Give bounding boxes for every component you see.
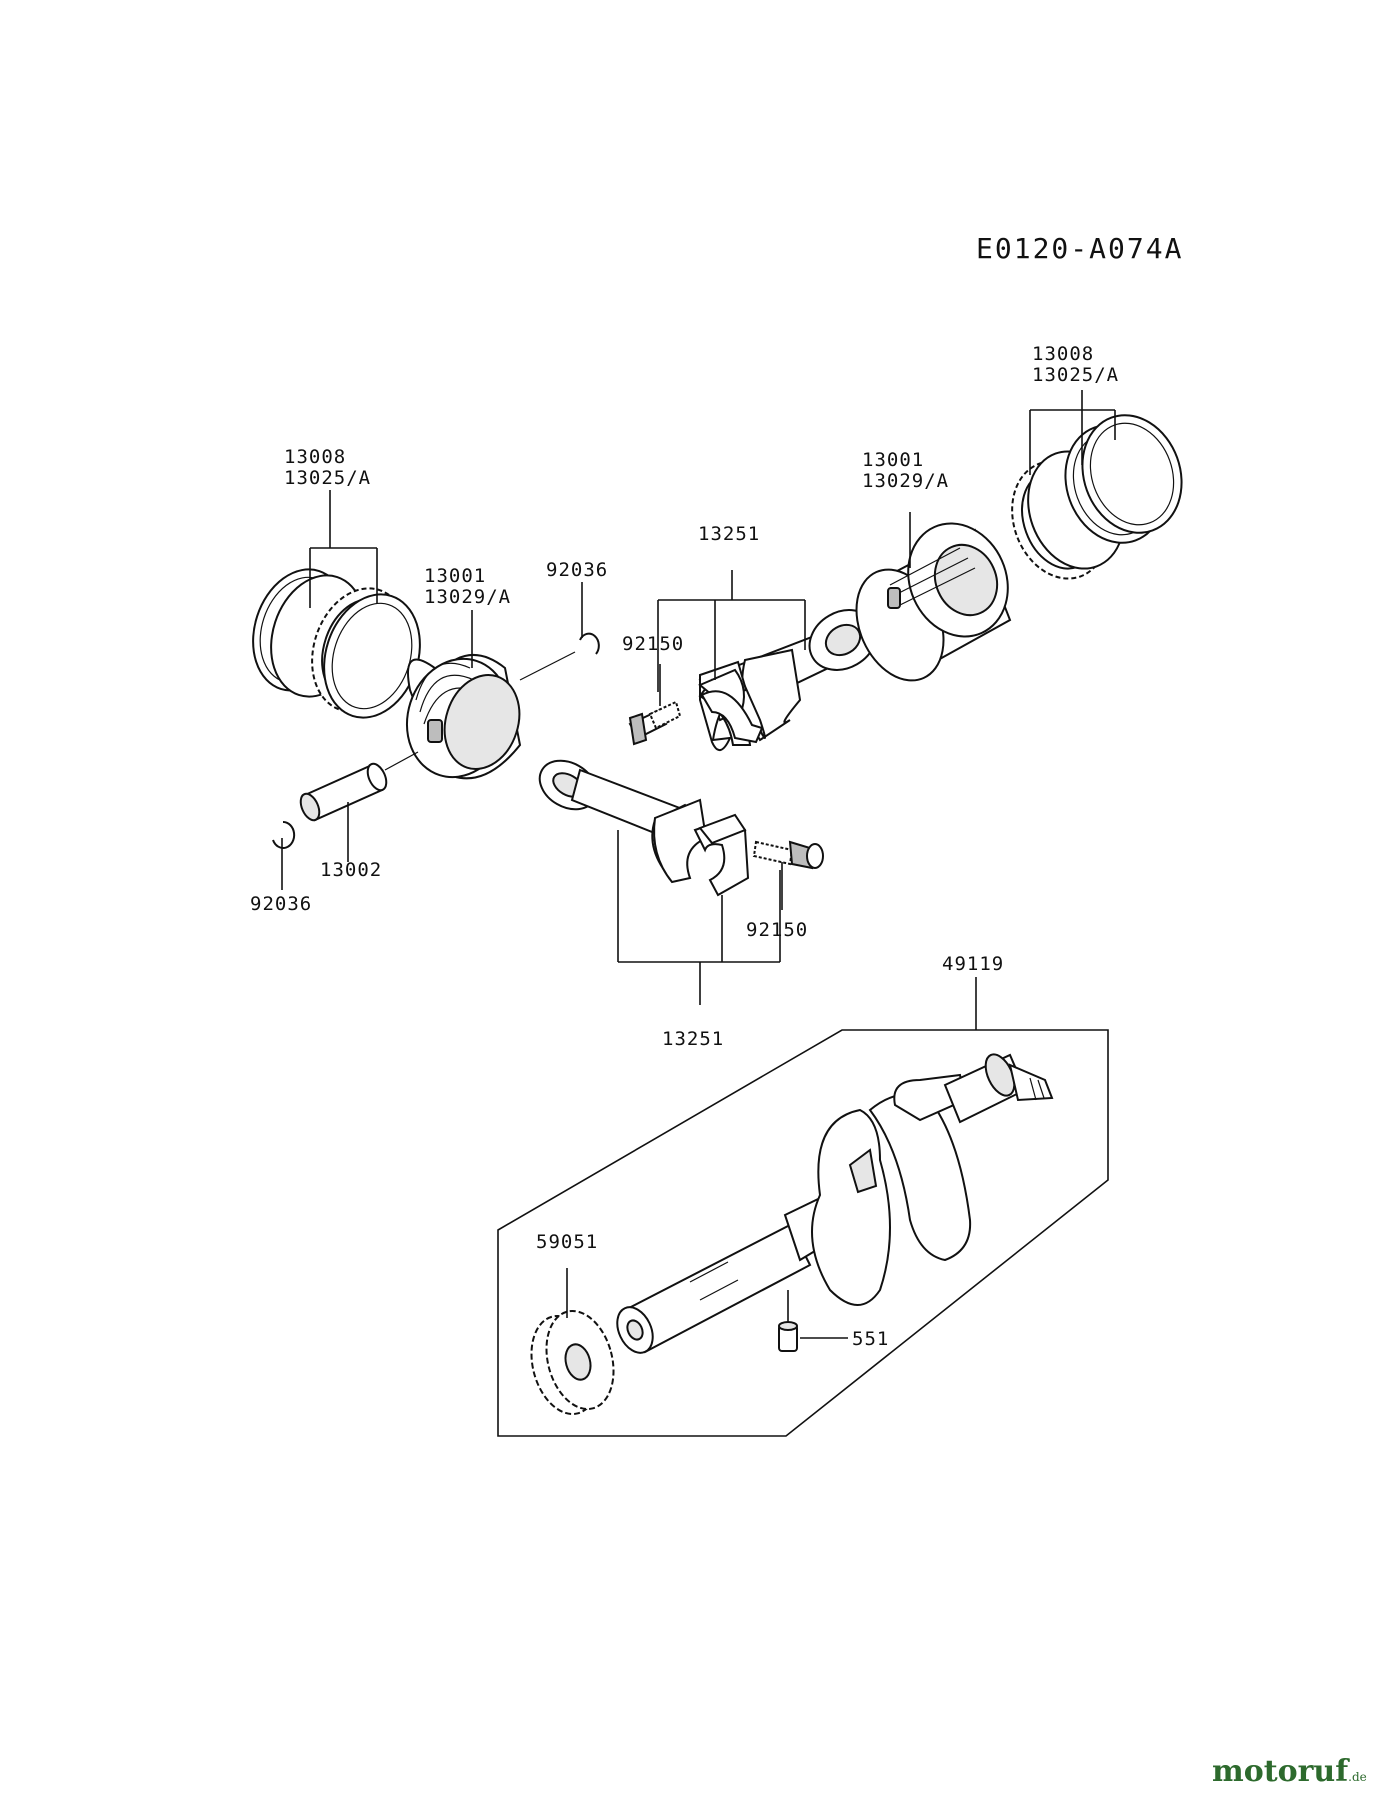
label-piston-left-2: 13029/A — [424, 586, 511, 608]
circlip-top[interactable] — [579, 632, 600, 655]
bolt-top[interactable] — [628, 700, 682, 746]
crank-gear[interactable] — [521, 1303, 624, 1421]
label-rings-right-1: 13008 — [1032, 343, 1094, 365]
label-piston-right-1: 13001 — [862, 449, 924, 471]
label-pin: 13002 — [320, 859, 382, 881]
piston-right[interactable] — [840, 507, 1026, 694]
diagram-code: E0120-A074A — [976, 232, 1183, 265]
label-rod-top: 13251 — [698, 523, 760, 545]
circlip-bottom[interactable] — [272, 820, 296, 849]
label-piston-left-1: 13001 — [424, 565, 486, 587]
watermark-logo: motoruf.de — [1212, 1754, 1367, 1789]
label-rings-left-1: 13008 — [284, 446, 346, 468]
label-bolt-bottom: 92150 — [746, 919, 808, 941]
crankshaft-assembly-frame — [497, 1029, 1109, 1437]
crankshaft[interactable] — [610, 1050, 1054, 1359]
piston-left[interactable] — [392, 645, 531, 790]
label-rod-bottom: 13251 — [662, 1028, 724, 1050]
piston-pin[interactable] — [297, 761, 390, 823]
label-gear: 59051 — [536, 1231, 598, 1253]
bearing-cap-bottom[interactable] — [693, 813, 750, 897]
piston-rings-right[interactable] — [996, 401, 1197, 592]
label-rings-left-2: 13025/A — [284, 467, 371, 489]
label-circlip-top: 92036 — [546, 559, 608, 581]
label-bolt-top: 92150 — [622, 633, 684, 655]
bearing-cap-top[interactable] — [698, 668, 764, 744]
label-key: 551 — [852, 1328, 889, 1350]
label-crankshaft: 49119 — [942, 953, 1004, 975]
woodruff-key[interactable] — [778, 1321, 798, 1352]
connecting-rod-bottom[interactable] — [531, 751, 708, 884]
label-piston-right-2: 13029/A — [862, 470, 949, 492]
label-circlip-bottom: 92036 — [250, 893, 312, 915]
piston-rings-left[interactable] — [238, 557, 435, 730]
label-rings-right-2: 13025/A — [1032, 364, 1119, 386]
bolt-bottom[interactable] — [752, 840, 824, 870]
